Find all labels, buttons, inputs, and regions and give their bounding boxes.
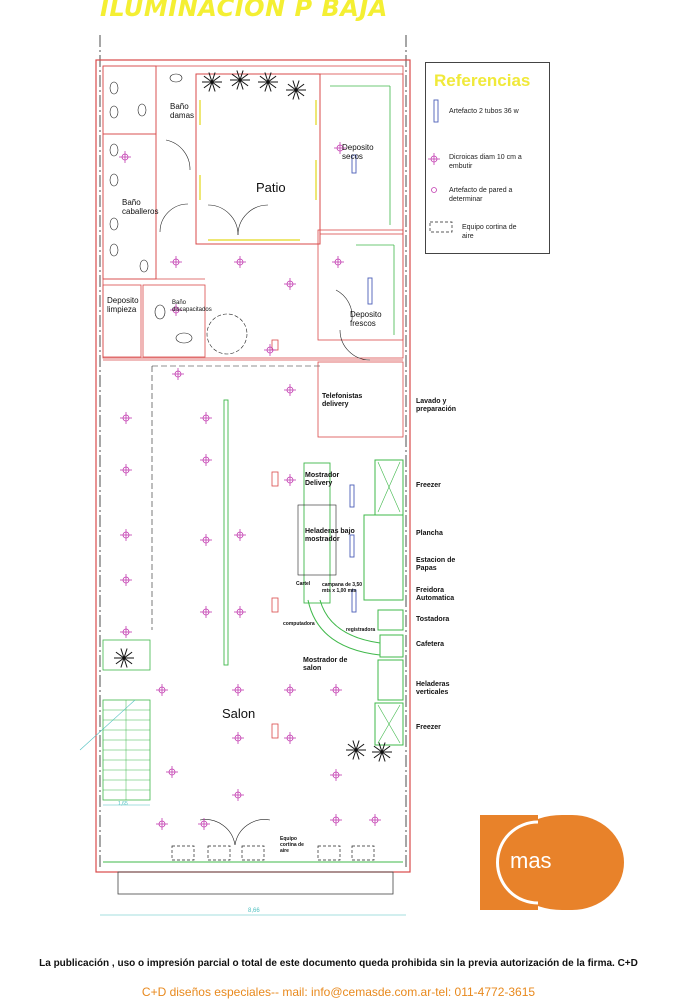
label-cartel: Cartel [296, 581, 311, 587]
label-registradora: registradora [346, 627, 376, 633]
logo-mark [480, 815, 624, 910]
label-computadora: computadora [283, 621, 315, 627]
room-label-bano-damas: Baño damas [170, 102, 195, 120]
reference-item: Artefacto de pared a determinar [449, 187, 513, 203]
dimension-stair: 1,65 [118, 801, 128, 807]
label-campana: campana de 3,50 mts x 1,00 mts [322, 582, 363, 594]
room-label-deposito-secos: Deposito secos [342, 143, 374, 161]
room-label-patio: Patio [256, 180, 286, 195]
kitchen-label: Plancha [416, 530, 443, 537]
room-label-mostrador-delivery: Mostrador Delivery [305, 472, 340, 487]
label-equipo-cortina: Equipo cortina de aire [280, 836, 304, 854]
room-label-salon: Salon [222, 706, 256, 721]
kitchen-label: Freezer [416, 724, 441, 731]
room-label-bano-caballeros: Baño caballeros [122, 198, 159, 216]
kitchen-label: Estacion de Papas [416, 557, 456, 572]
room-label-deposito-limpieza: Deposito limpieza [107, 296, 139, 314]
room-label-bano-discapacitados: Baño discapacitados [172, 300, 212, 313]
reference-item: Dicroicas diam 10 cm a embutir [449, 154, 522, 170]
room-label-telefonistas: Telefonistas delivery [322, 393, 363, 408]
kitchen-label: Tostadora [416, 616, 450, 623]
footer-notice: La publicación , uso o impresión parcial… [39, 958, 638, 969]
dimension-total: 8,66 [248, 908, 260, 914]
kitchen-label: Lavado y preparación [416, 398, 457, 413]
kitchen-label: Heladeras verticales [416, 681, 450, 696]
reference-item: Equipo cortina de aire [462, 224, 517, 240]
references-title: Referencias [434, 71, 531, 90]
room-label-mostrador-salon: Mostrador de salon [303, 657, 348, 672]
references-legend: Referencias Artefacto 2 tubos 36 w Dicro… [425, 62, 550, 254]
footer-contact: C+D diseños especiales-- mail: info@cema… [141, 985, 536, 999]
room-label-deposito-frescos: Deposito frescos [350, 310, 382, 328]
reference-item: Artefacto 2 tubos 36 w [449, 108, 519, 115]
kitchen-label: Freidora Automatica [416, 587, 455, 602]
logo-text: mas [510, 848, 552, 873]
page-title: ILUMINACION P BAJA [100, 0, 388, 22]
room-label-heladeras-bajo: Heladeras bajo mostrador [305, 528, 355, 543]
kitchen-label: Cafetera [416, 641, 445, 648]
kitchen-label: Freezer [416, 482, 441, 489]
